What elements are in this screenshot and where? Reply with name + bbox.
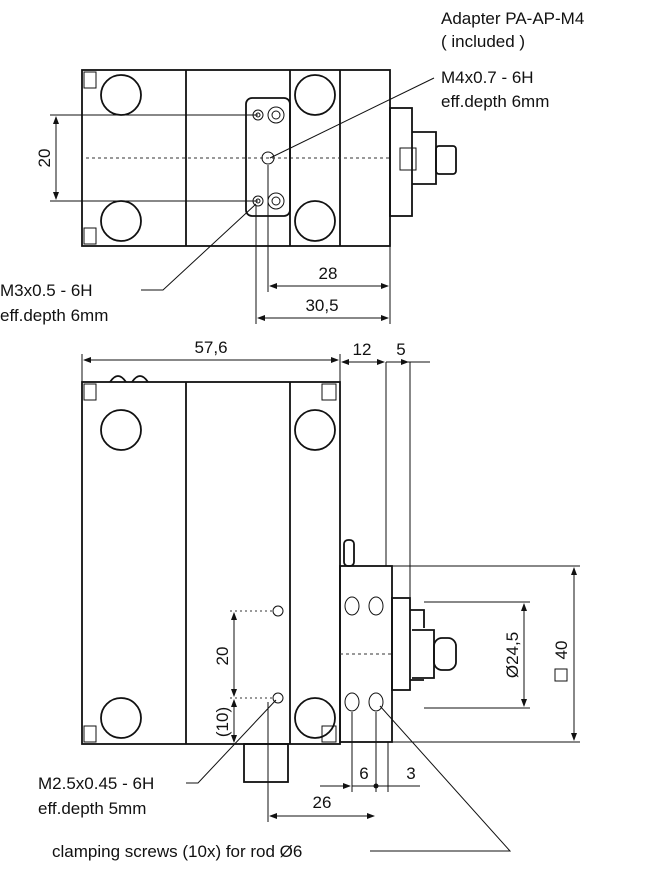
clamp-hole-icon: [100, 74, 142, 116]
clamp-hole-icon: [100, 409, 142, 451]
screw-icon: [344, 692, 360, 712]
m4-hole-icon: [261, 151, 275, 165]
dim-5: 5: [396, 340, 405, 359]
m25-hole-icon: [272, 692, 284, 704]
m25-thread-label: M2.5x0.45 - 6H: [38, 774, 154, 793]
adapter-connector: [435, 145, 457, 175]
clamp-hole-icon: [294, 697, 336, 739]
clamp-hole-icon: [100, 697, 142, 739]
clamp-hole-icon: [294, 409, 336, 451]
screw-icon: [368, 692, 384, 712]
clamping-label: clamping screws (10x) for rod Ø6: [52, 842, 302, 861]
m4-depth-label: eff.depth 6mm: [441, 92, 549, 111]
adapter-connector-side: [433, 637, 457, 671]
bottom-tab: [243, 743, 289, 783]
dim-top-30-5: 30,5: [305, 296, 338, 315]
m4-thread-label: M4x0.7 - 6H: [441, 68, 534, 87]
clamp-hole-icon: [294, 74, 336, 116]
screw-icon: [344, 596, 360, 616]
clamp-hole-icon: [100, 200, 142, 242]
dim-sq-40: 40: [552, 641, 571, 660]
adapter-note-label: ( included ): [441, 32, 525, 51]
m25-depth-label: eff.depth 5mm: [38, 799, 146, 818]
dim-top-28: 28: [319, 264, 338, 283]
screw-icon: [368, 596, 384, 616]
dim-57-6: 57,6: [194, 338, 227, 357]
side-body-outline: [81, 381, 341, 745]
m3-depth-label: eff.depth 6mm: [0, 306, 108, 325]
dim-12: 12: [353, 340, 372, 359]
square-symbol-icon: [554, 668, 568, 682]
dim-26: 26: [313, 793, 332, 812]
m25-hole-icon: [272, 605, 284, 617]
adapter-side: [391, 597, 411, 691]
m3-thread-label: M3x0.5 - 6H: [0, 281, 93, 300]
dim-6: 6: [359, 764, 368, 783]
clamp-hole-icon: [294, 200, 336, 242]
dim-top-20: 20: [35, 149, 54, 168]
dim-3: 3: [406, 764, 415, 783]
adapter-body: [389, 107, 413, 217]
top-view: 20 28 30,5: [35, 69, 457, 324]
clamp-pin: [343, 539, 355, 567]
side-view: 57,6 12 5 20 (10) Ø24,5 40 6 3 26: [81, 338, 580, 852]
dim-dia-24-5: Ø24,5: [503, 632, 522, 678]
dim-side-20: 20: [213, 647, 232, 666]
dim-side-10: (10): [213, 707, 232, 737]
adapter-name-label: Adapter PA-AP-M4: [441, 9, 584, 28]
